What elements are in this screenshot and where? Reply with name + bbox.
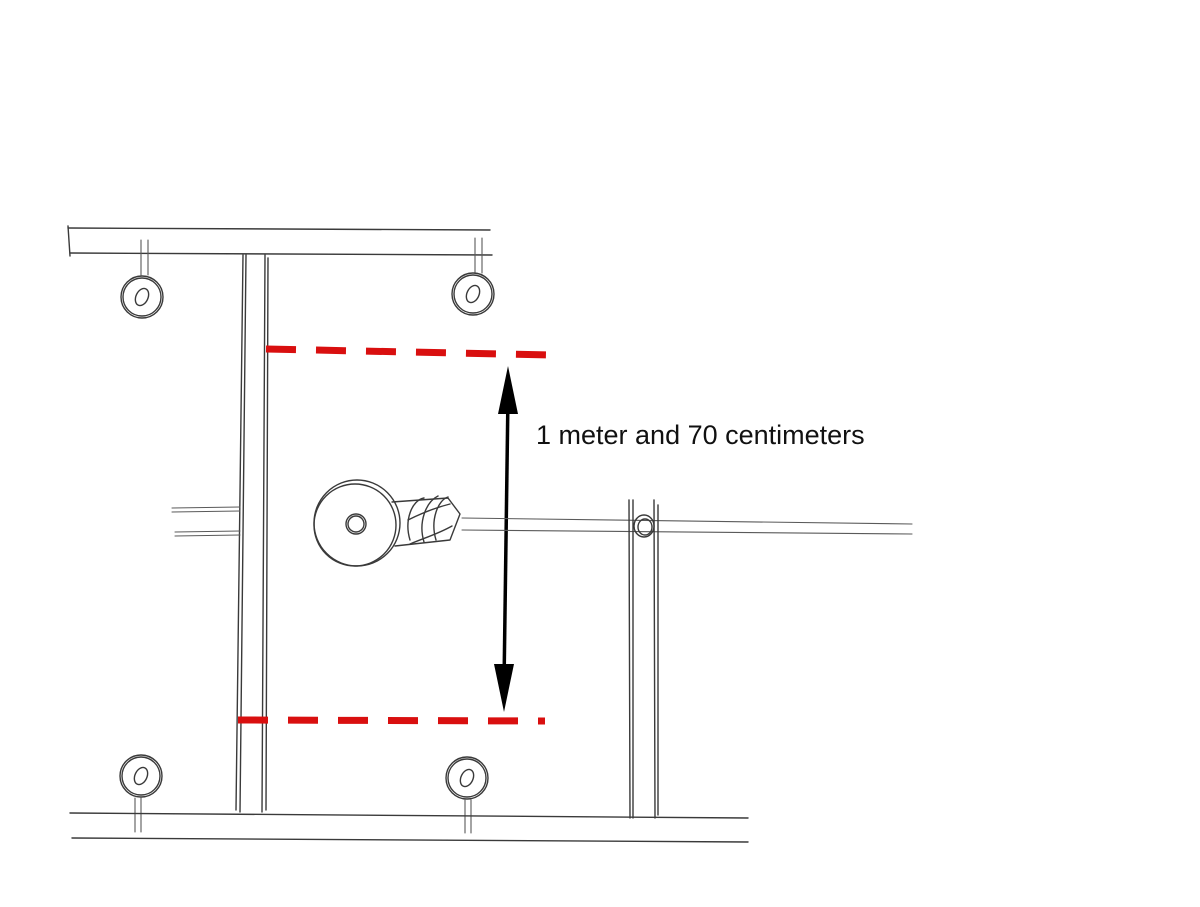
drive-wheel	[313, 479, 401, 567]
measurement-label: 1 meter and 70 centimeters	[536, 420, 865, 450]
pulley-top-left	[120, 239, 164, 319]
pulley-top-right	[451, 237, 495, 316]
spring-coil	[391, 495, 461, 547]
measurement-arrow	[494, 366, 518, 712]
arrow-down-head	[494, 664, 514, 712]
pulley-bottom-left	[119, 754, 163, 833]
bottom-rail	[69, 812, 749, 843]
bottom-guide-line	[237, 716, 546, 725]
right-post	[628, 499, 659, 819]
top-rail	[67, 225, 493, 257]
measurement-guides	[237, 345, 551, 725]
arrow-up-head	[498, 366, 518, 414]
top-guide-line	[265, 345, 551, 359]
left-post	[235, 254, 269, 813]
left-stub	[171, 506, 241, 537]
horizontal-shaft	[461, 517, 913, 535]
shaft-bearing	[633, 514, 655, 538]
pulley-bottom-right	[445, 756, 489, 834]
